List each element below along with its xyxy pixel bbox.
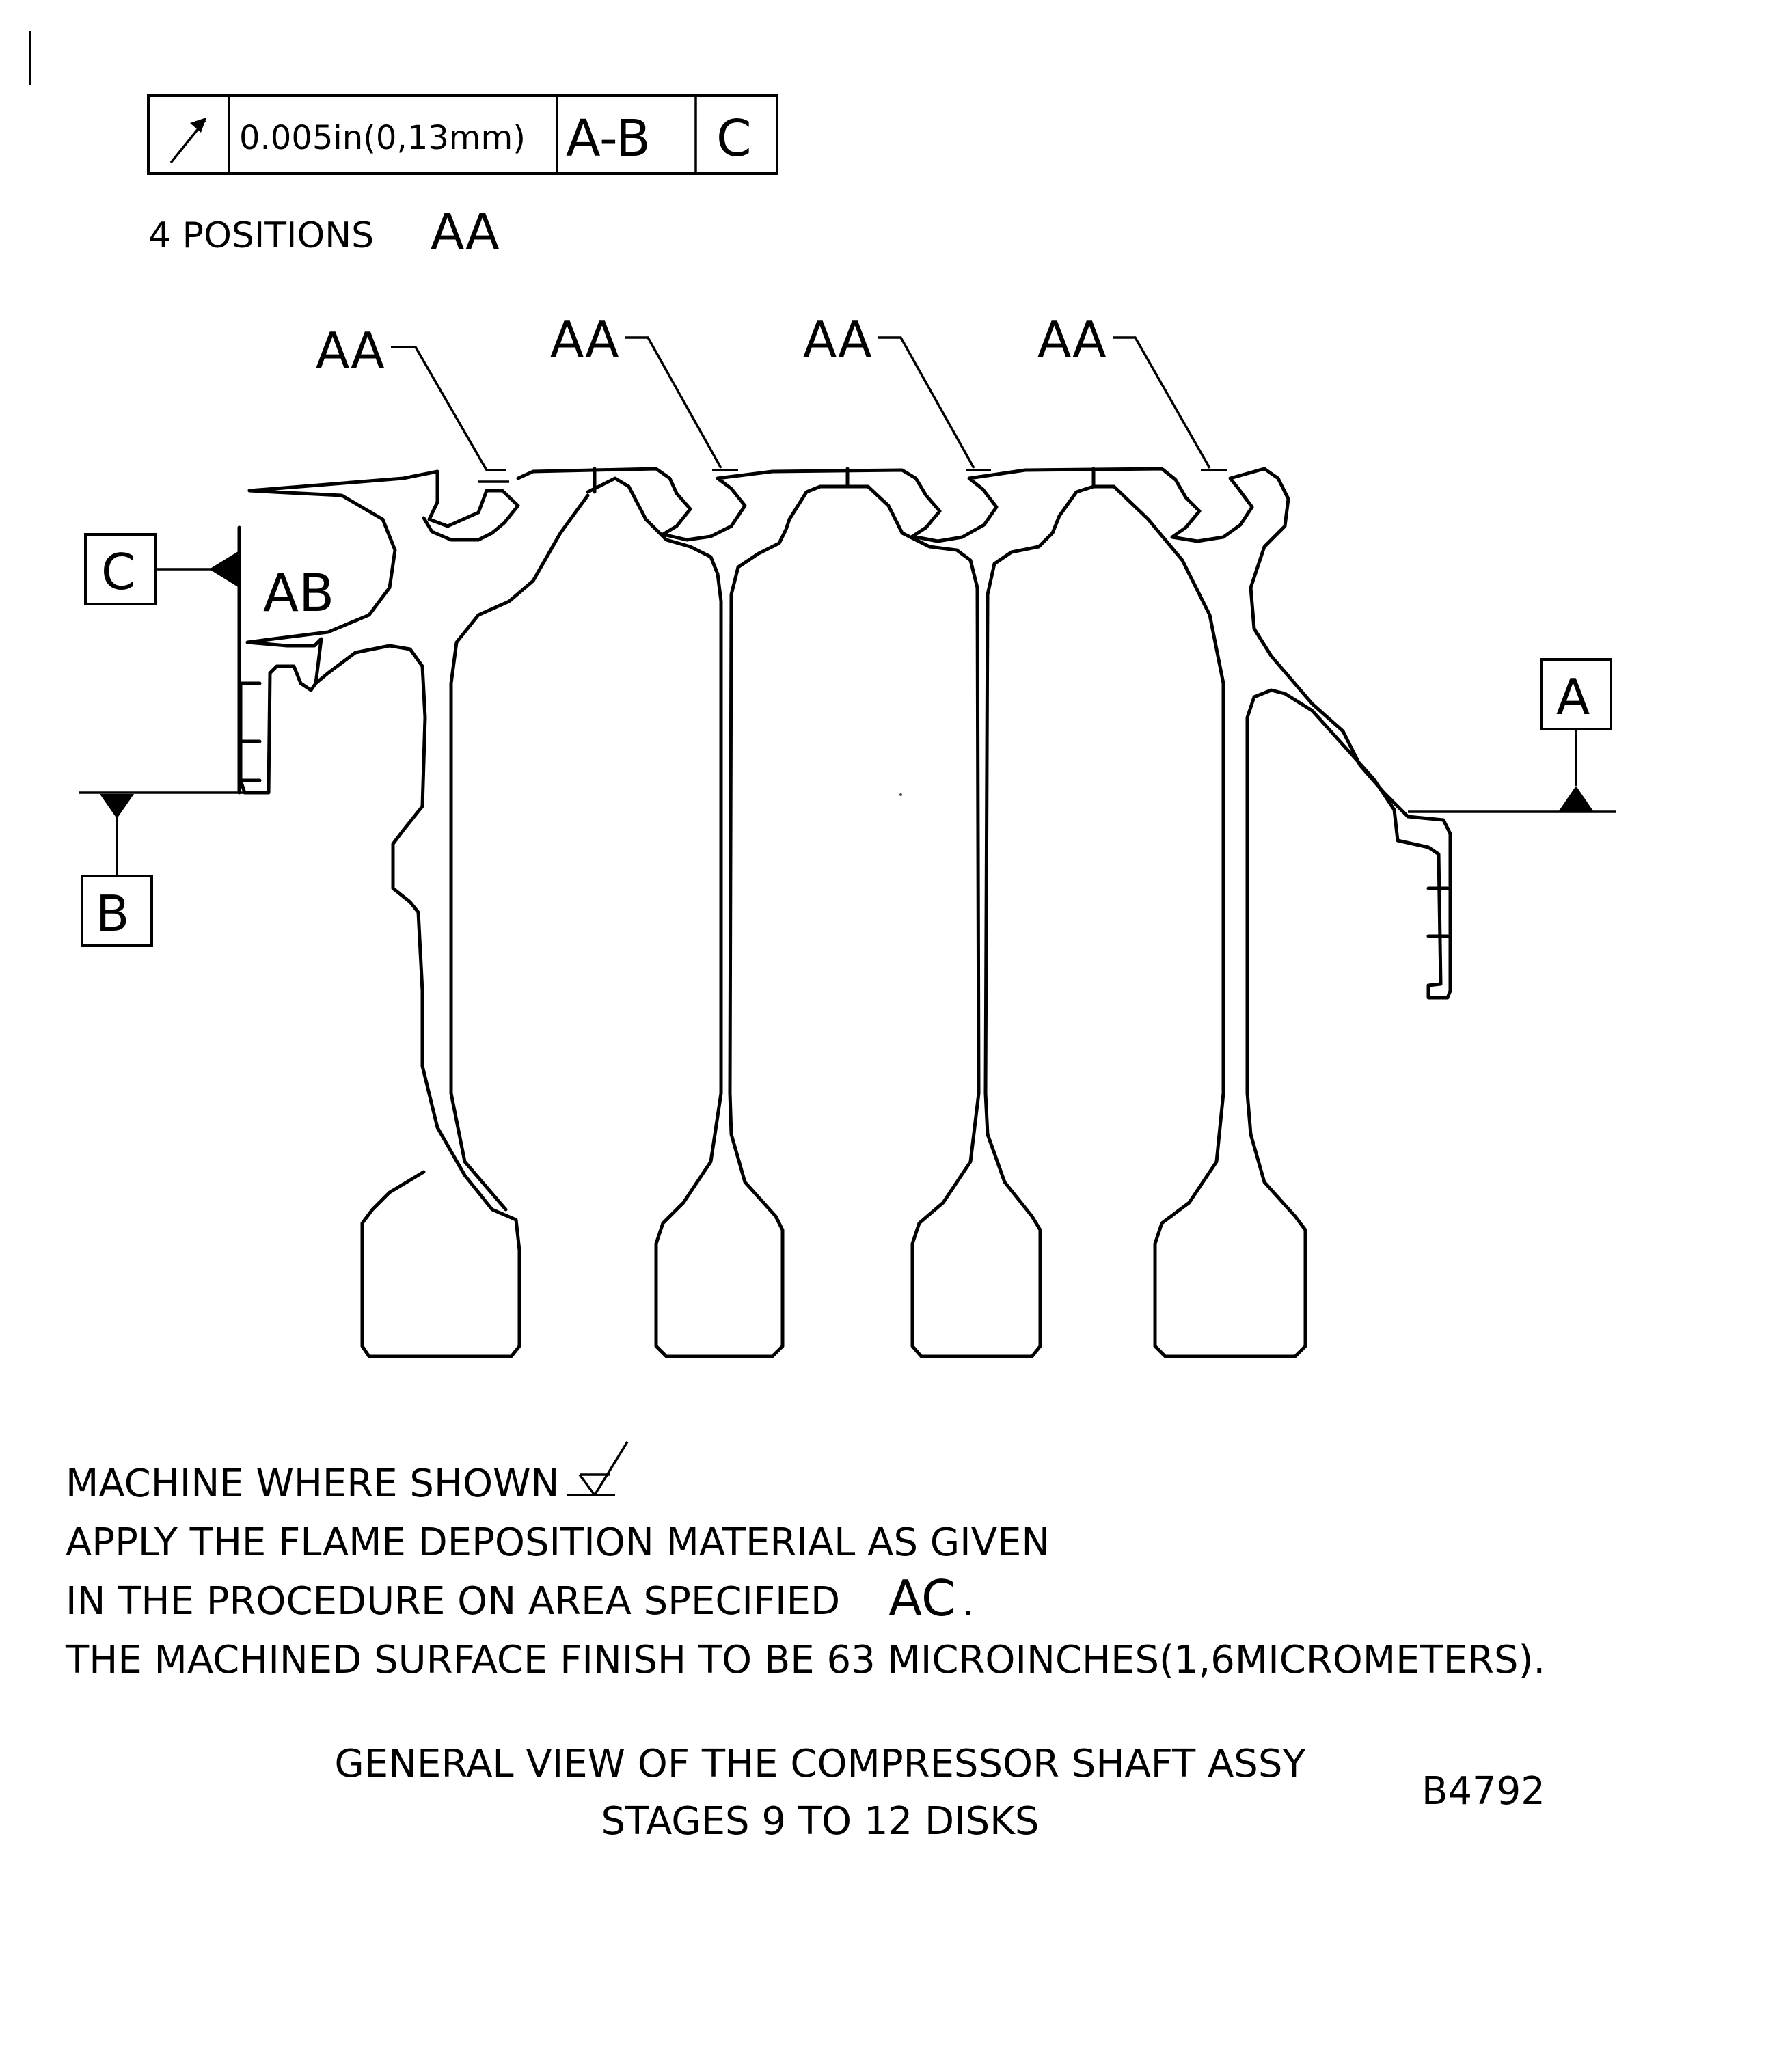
aa-label-2: AA — [550, 311, 619, 368]
aa-callout-1: AA — [316, 322, 509, 483]
datum-a-marker: A — [1408, 658, 1616, 813]
ab-area-label: AB — [263, 562, 334, 623]
positions-code: AA — [431, 203, 500, 260]
feature-control-frame: 0.005in(0,13mm) A-B C — [147, 94, 778, 175]
figure-id: B4792 — [1422, 1769, 1545, 1814]
aa-callout-4: AA — [1037, 311, 1227, 471]
machining-symbol-icon — [567, 1441, 629, 1496]
aa-label-4: AA — [1037, 311, 1107, 368]
aa-callout-3: AA — [803, 311, 991, 471]
fcf-tolerance: 0.005in(0,13mm) — [239, 119, 526, 157]
datum-c-marker: C — [84, 525, 241, 795]
compressor-shaft-outline — [239, 467, 1452, 1358]
note-line-2: APPLY THE FLAME DEPOSITION MATERIAL AS G… — [66, 1520, 1050, 1565]
circular-runout-arrow-icon — [169, 118, 206, 164]
positions-label: 4 POSITIONS — [148, 215, 374, 256]
datum-c-label: C — [101, 543, 135, 601]
caption-line-1: GENERAL VIEW OF THE COMPRESSOR SHAFT ASS… — [334, 1742, 1306, 1786]
caption-line-2: STAGES 9 TO 12 DISKS — [601, 1799, 1040, 1844]
note-line-3: IN THE PROCEDURE ON AREA SPECIFIED — [66, 1579, 840, 1624]
datum-b-label: B — [96, 885, 129, 942]
fcf-datum-secondary: C — [716, 109, 752, 168]
datum-b-marker: B — [79, 791, 263, 947]
fcf-datum-primary: A-B — [566, 109, 651, 168]
aa-label-3: AA — [803, 311, 872, 368]
datum-a-label: A — [1556, 668, 1590, 726]
drawing-speck — [899, 793, 902, 796]
note-line-1: MACHINE WHERE SHOWN — [66, 1462, 559, 1506]
aa-label-1: AA — [316, 322, 385, 379]
note-line-3-end: . — [962, 1581, 975, 1625]
note-line-3-code: AC — [888, 1570, 955, 1627]
aa-callout-2: AA — [550, 311, 738, 471]
note-line-4: THE MACHINED SURFACE FINISH TO BE 63 MIC… — [65, 1638, 1545, 1682]
